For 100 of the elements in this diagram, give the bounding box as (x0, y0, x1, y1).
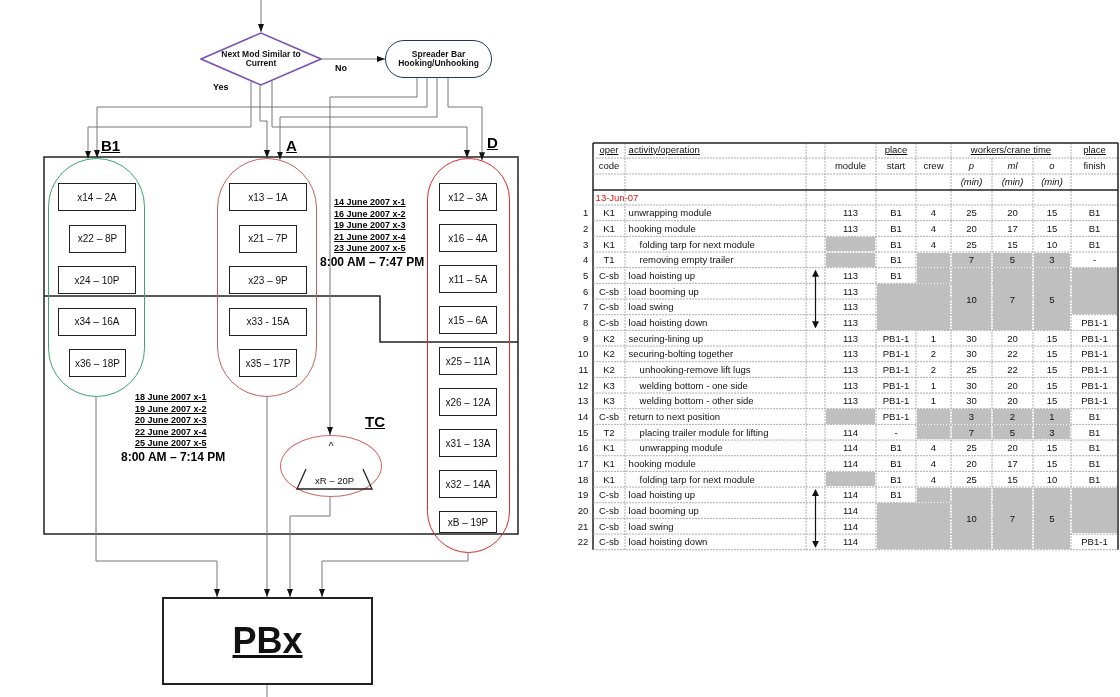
table-text: 30 (965, 394, 978, 409)
table-text: K1 (602, 441, 616, 456)
row-number: 18 (576, 472, 590, 487)
row-number: 5 (582, 269, 590, 283)
table-text: 113 (841, 284, 860, 299)
table-text: welding bottom - other side (638, 394, 755, 409)
table-text: 10 (1045, 472, 1059, 487)
connector-arrow (321, 56, 386, 62)
table-text: B1 (1087, 457, 1102, 471)
node-label: x31 – 13A (445, 437, 491, 449)
table-text: 20 (1006, 378, 1019, 393)
table-text: PB1-1 (881, 331, 911, 346)
process-box (69, 349, 126, 377)
row-number: 2 (582, 222, 590, 236)
table-text: K2 (602, 363, 616, 377)
table-text: PB1-1 (1080, 363, 1109, 377)
table-text: 114 (841, 519, 860, 534)
date-label: 22 June 2007 x-4 (135, 426, 207, 437)
node-label: xB – 19P (447, 516, 489, 528)
table-text: K1 (602, 237, 616, 252)
table-text: 20 (965, 222, 978, 236)
table-text: load hoisting down (627, 316, 709, 330)
table-text: 113 (841, 316, 860, 330)
time-range: 8:00 AM – 7:47 PM (320, 254, 425, 269)
table-text: PB1-1 (1080, 331, 1109, 346)
table-text: 2 (992, 409, 1033, 424)
date-label: 20 June 2007 x-3 (135, 415, 207, 425)
table-text: 25 (965, 441, 978, 456)
table-text: 25 (965, 472, 978, 487)
table-text: K3 (602, 378, 616, 393)
table-text: 20 (965, 457, 978, 471)
row-number: 14 (576, 410, 590, 424)
caret-symbol: ^ (328, 440, 334, 453)
row-number: 12 (576, 378, 590, 393)
group-heading: D (487, 134, 498, 151)
table-text: K1 (602, 206, 616, 221)
table-text: 5 (1033, 268, 1071, 330)
table-text: 30 (965, 331, 978, 346)
table-text: 2 (929, 347, 938, 362)
table-text: PB1-1 (881, 410, 911, 424)
process-box (439, 306, 497, 334)
row-number: 17 (576, 457, 590, 471)
table-text: B1 (889, 206, 903, 221)
table-text: 114 (841, 425, 860, 440)
node-label: x23 – 9P (248, 274, 288, 286)
connector-arrow (327, 77, 418, 436)
table-text: PB1-1 (881, 347, 911, 362)
table-text: 7 (992, 268, 1033, 330)
table-text: - (893, 425, 899, 440)
column-header: finish (1082, 159, 1107, 174)
table-text: welding bottom - one side (638, 378, 749, 393)
row-number: 10 (576, 347, 590, 362)
table-text: 17 (1006, 457, 1019, 471)
node-label: x24 – 10P (74, 274, 120, 286)
table-text: 25 (965, 206, 978, 221)
date-label: 14 June 2007 x-1 (334, 197, 406, 207)
table-text: 113 (841, 300, 860, 315)
table-text: B1 (1087, 237, 1102, 252)
table-text: 113 (841, 363, 860, 377)
table-text: C-sb (597, 300, 620, 315)
table-text: B1 (889, 457, 903, 471)
row-number: 13 (576, 394, 590, 409)
date-label: 19 June 2007 x-3 (334, 220, 406, 230)
table-text: securing-lining up (627, 331, 705, 346)
node-label: x33 - 15A (246, 316, 290, 327)
column-header: (min) (959, 175, 984, 190)
node-label: Next Mod Similar to Current (220, 49, 302, 69)
edge-label: No (334, 63, 348, 73)
table-text: T2 (602, 425, 616, 440)
process-box (58, 307, 136, 336)
date-label: 21 June 2007 x-4 (334, 231, 406, 242)
table-text: PB1-1 (1080, 378, 1109, 393)
row-number: 16 (576, 441, 590, 456)
node-label: x32 – 14A (445, 478, 491, 490)
table-text: B1 (889, 253, 903, 268)
node-label: x35 – 17P (245, 357, 291, 369)
node-label: x12 – 3A (448, 191, 488, 203)
trapezoid-shape (296, 468, 373, 490)
table-text: 1 (929, 378, 938, 393)
table-text: 15 (1045, 441, 1059, 456)
table-text: 113 (841, 378, 860, 393)
table-text: PB1-1 (881, 378, 911, 393)
date-label: 19 June 2007 x-2 (135, 403, 207, 414)
table-text: T1 (602, 253, 616, 268)
process-box (439, 429, 497, 457)
table-text: PB1-1 (1080, 535, 1109, 550)
decision-diamond (200, 32, 322, 86)
column-header: crew (922, 159, 945, 174)
table-text: 4 (929, 441, 938, 456)
table-text: 4 (929, 237, 938, 252)
table-text: PB1-1 (1080, 347, 1109, 362)
table-text: 113 (841, 269, 860, 283)
table-text: 25 (965, 237, 978, 252)
table-text: PB1-1 (881, 363, 911, 377)
connector-arrow (319, 552, 469, 598)
table-text: 113 (841, 347, 860, 362)
node-label: x22 – 8P (77, 233, 118, 244)
node-label: x25 – 11A (445, 355, 491, 367)
table-text: 15 (1045, 457, 1059, 471)
table-text: C-sb (597, 316, 620, 330)
